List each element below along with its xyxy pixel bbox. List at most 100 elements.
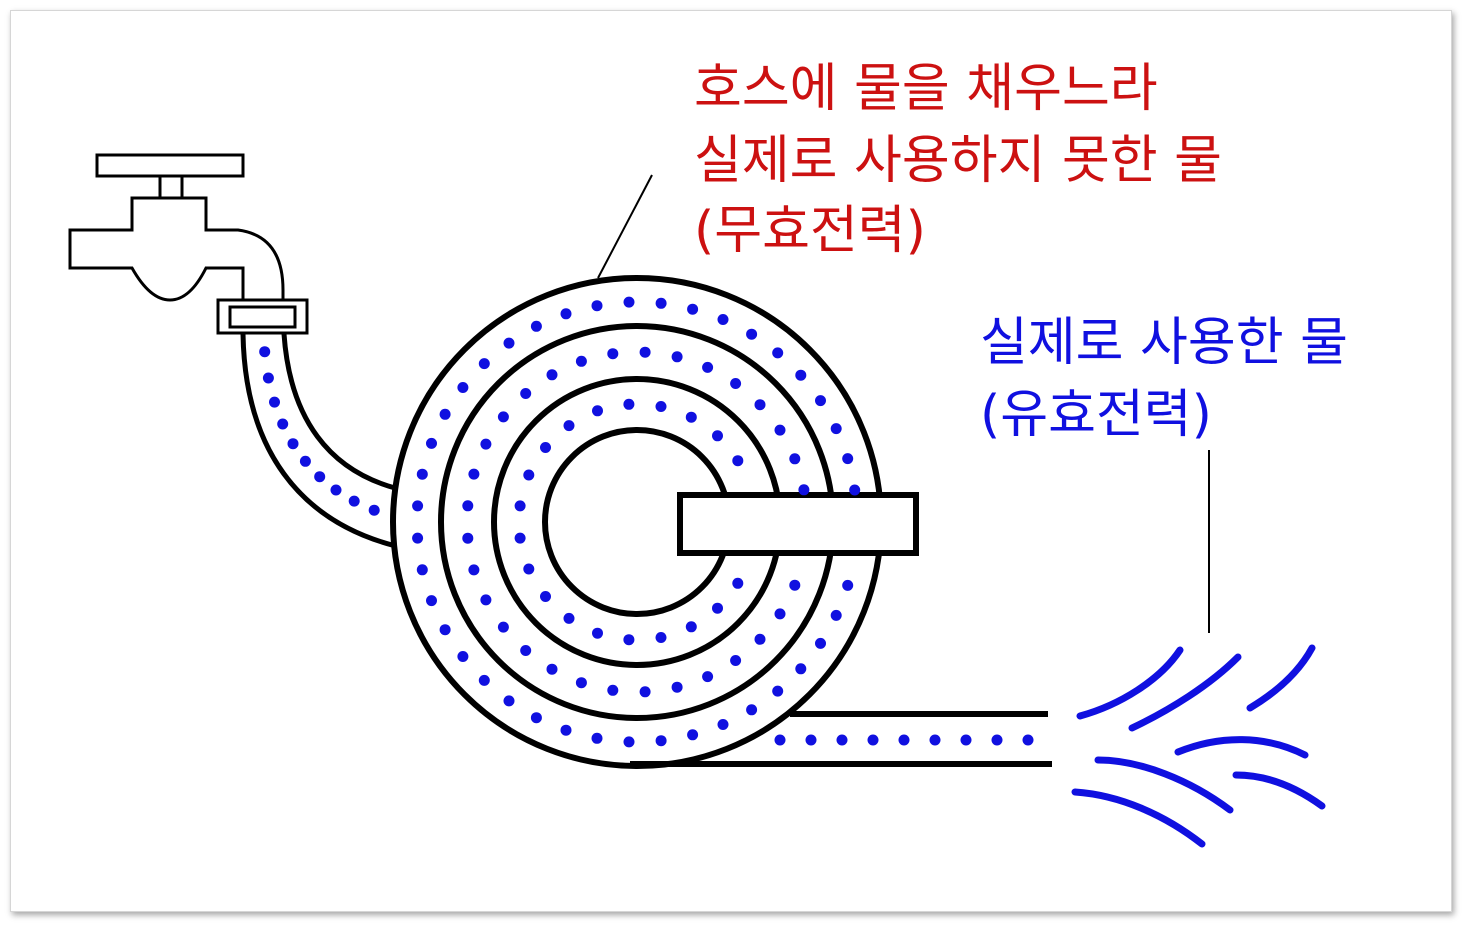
water-dot bbox=[523, 563, 535, 575]
water-dot bbox=[269, 396, 280, 408]
water-dot bbox=[774, 608, 786, 620]
water-dot bbox=[754, 399, 766, 411]
water-dot bbox=[639, 346, 651, 358]
water-dot bbox=[655, 401, 667, 412]
water-dot bbox=[732, 455, 744, 467]
water-dot bbox=[478, 674, 490, 686]
water-dot bbox=[842, 579, 854, 591]
water-dot bbox=[772, 347, 784, 359]
wasted-water-label: 호스에 물을 채우느라 실제로 사용하지 못한 물 (무효전력) bbox=[694, 59, 1222, 261]
water-dot bbox=[497, 621, 509, 633]
water-dot bbox=[836, 734, 848, 746]
water-dot bbox=[262, 372, 274, 384]
water-dot bbox=[789, 579, 801, 591]
water-dot bbox=[348, 495, 360, 507]
faucet-body bbox=[68, 196, 285, 302]
water-dot bbox=[468, 468, 480, 480]
water-dot bbox=[774, 734, 786, 746]
wasted-label-line-2: 실제로 사용하지 못한 물 bbox=[694, 131, 1222, 191]
water-dot bbox=[849, 484, 861, 496]
water-dot bbox=[623, 736, 635, 748]
water-dot bbox=[805, 734, 817, 746]
water-dot bbox=[732, 577, 744, 589]
water-dot bbox=[546, 663, 558, 675]
water-dot bbox=[929, 734, 941, 746]
hose-inlet bbox=[240, 333, 396, 548]
water-dot bbox=[815, 637, 826, 649]
water-dot bbox=[416, 468, 428, 480]
water-dot bbox=[416, 564, 428, 576]
water-dot bbox=[815, 395, 826, 407]
hose-outlet bbox=[630, 711, 1052, 767]
faucet-icon bbox=[68, 153, 309, 335]
water-dot bbox=[830, 423, 842, 435]
water-dot bbox=[623, 398, 635, 410]
water-dot bbox=[1022, 734, 1034, 746]
water-dot bbox=[795, 663, 807, 675]
used-label-line-2: (유효전력) bbox=[980, 385, 1212, 445]
water-dot bbox=[530, 712, 542, 724]
water-dot bbox=[798, 484, 810, 496]
faucet-stem bbox=[158, 174, 184, 200]
water-dot bbox=[607, 684, 619, 696]
water-dot bbox=[368, 504, 380, 516]
water-dot bbox=[330, 484, 342, 496]
water-dot bbox=[563, 420, 575, 432]
water-dot bbox=[867, 734, 879, 746]
water-dot bbox=[655, 735, 667, 747]
water-dot bbox=[457, 651, 469, 662]
wasted-label-line-3: (무효전력) bbox=[694, 201, 926, 261]
hose-coupling-inner bbox=[228, 305, 297, 329]
water-dot bbox=[314, 471, 326, 483]
water-dot bbox=[503, 337, 515, 349]
water-dot bbox=[592, 405, 603, 417]
water-dot bbox=[655, 297, 667, 309]
water-dot bbox=[520, 388, 532, 399]
water-dot bbox=[746, 704, 758, 716]
water-dot bbox=[671, 681, 683, 693]
water-dot bbox=[623, 634, 635, 646]
water-dot bbox=[530, 320, 542, 332]
wasted-label-line-1: 호스에 물을 채우느라 bbox=[694, 59, 1158, 119]
water-dot bbox=[730, 655, 742, 666]
water-dot bbox=[712, 602, 723, 614]
water-dot bbox=[468, 564, 480, 576]
water-dot bbox=[277, 418, 289, 430]
water-dot bbox=[514, 500, 526, 512]
water-dot bbox=[426, 437, 437, 449]
water-dot bbox=[702, 361, 714, 373]
water-dot bbox=[546, 369, 558, 381]
water-dot bbox=[789, 453, 801, 465]
water-dot bbox=[457, 382, 469, 393]
water-dot bbox=[540, 442, 551, 453]
water-dot bbox=[514, 532, 526, 544]
water-dots bbox=[259, 296, 1034, 748]
water-dot bbox=[772, 685, 784, 697]
water-dot bbox=[462, 532, 474, 544]
water-dot bbox=[412, 532, 424, 544]
water-dot bbox=[898, 734, 910, 746]
water-dot bbox=[842, 453, 854, 465]
water-dot bbox=[523, 469, 535, 481]
used-water-label: 실제로 사용한 물 (유효전력) bbox=[980, 313, 1348, 445]
used-label-line-1: 실제로 사용한 물 bbox=[980, 313, 1348, 373]
wasted-leader-line bbox=[597, 174, 653, 279]
water-dot bbox=[287, 438, 299, 450]
water-dot bbox=[560, 724, 572, 736]
water-dot bbox=[717, 719, 729, 730]
water-dot bbox=[412, 500, 424, 512]
water-dot bbox=[478, 358, 490, 370]
water-dot bbox=[687, 303, 699, 315]
water-dot bbox=[960, 734, 972, 746]
water-dot bbox=[520, 645, 532, 656]
water-dot bbox=[591, 300, 603, 312]
water-dot bbox=[480, 594, 492, 606]
water-dot bbox=[607, 348, 619, 360]
water-dot bbox=[717, 314, 729, 325]
water-dot bbox=[426, 595, 437, 607]
water-dot bbox=[299, 455, 311, 467]
water-dot bbox=[774, 424, 786, 436]
water-dot bbox=[685, 411, 697, 423]
water-dot bbox=[702, 671, 714, 683]
